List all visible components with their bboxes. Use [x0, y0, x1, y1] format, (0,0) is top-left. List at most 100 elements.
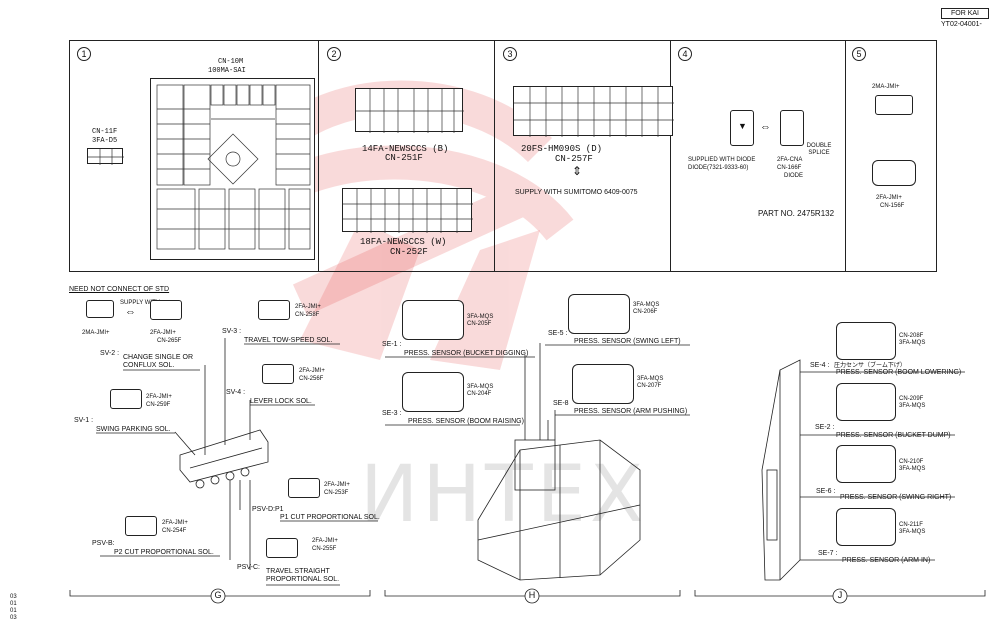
for-label-box: FOR KAI	[941, 8, 989, 19]
double-arrow-icon: ⇕	[572, 164, 583, 178]
item-conn-part: 2FA-JMI+	[146, 394, 172, 400]
sensor-conn-id: CN-207F	[637, 383, 662, 389]
small-connector-3pin	[87, 148, 124, 165]
sensor-conn-part: 3FA-MQS	[633, 302, 660, 308]
need-not-connect: NEED NOT CONNECT OF STD	[69, 286, 170, 293]
double-arrow-icon: ⇔	[125, 306, 136, 318]
item-conn-part: 2FA-JMI+	[162, 520, 188, 526]
diode-connector: ▼	[730, 110, 754, 146]
female-id: CN-265F	[157, 338, 182, 344]
connector-psvd	[288, 478, 320, 498]
sensor-desc: PRESS. SENSOR (BUCKET DUMP)	[836, 432, 951, 439]
sensor-code: SE-2 :	[815, 424, 835, 431]
main-connector-id: CN-10M	[218, 58, 244, 66]
section-letter-g: G	[214, 590, 222, 600]
sensor-se4	[836, 322, 896, 360]
connector-sv1	[110, 389, 142, 409]
sensor-conn-id: CN-211F	[899, 522, 923, 528]
connector-sv4	[262, 364, 294, 384]
item-desc: P2 CUT PROPORTIONAL SOL.	[114, 549, 214, 556]
sensor-desc: PRESS. SENSOR (SWING LEFT)	[574, 338, 681, 345]
bottom-connector-id: CN-156F	[880, 203, 905, 209]
cna-id: CN-166F	[777, 165, 802, 171]
male-connector-g	[86, 300, 114, 318]
item-desc: LEVER LOCK SOL.	[250, 398, 312, 405]
sensor-se8	[572, 364, 634, 404]
sensor-code: SE-8	[553, 400, 569, 407]
item-conn-id: CN-254F	[162, 528, 187, 534]
main-connector-100pin	[150, 78, 315, 260]
item-code: SV-2 :	[100, 350, 120, 357]
item-conn-id: CN-253F	[324, 490, 349, 496]
diode-part: DIODE(7321-9333-60)	[688, 165, 749, 171]
item-desc: TRAVEL TOW-SPEED SOL.	[244, 337, 333, 344]
sensor-conn-id: CN-208F	[899, 333, 924, 339]
panel-number: 5	[852, 47, 866, 61]
section-letter-j: J	[837, 590, 843, 600]
item-code: PSV-D:P1	[252, 506, 284, 513]
item-desc: TRAVEL STRAIGHT PROPORTIONAL SOL.	[266, 568, 340, 583]
cna-part: 2FA-CNA	[777, 157, 803, 163]
sensor-conn-part: 3FA-MQS	[467, 314, 494, 320]
item-conn-id: CN-256F	[299, 376, 324, 382]
female-connector-g	[150, 300, 182, 320]
sensor-desc: PRESS. SENSOR (ARM IN)	[842, 557, 931, 564]
margin-number: 03	[10, 615, 17, 621]
item-code: PSV-B:	[92, 540, 115, 547]
bottom-connector-part: 2FA-JMI+	[876, 195, 902, 201]
sensor-conn-part: 3FA-MQS	[899, 529, 926, 535]
section-letter-h: H	[528, 590, 536, 600]
sensor-code: SE-7 :	[818, 550, 838, 557]
panel-number: 2	[327, 47, 341, 61]
margin-number: 03	[10, 594, 17, 600]
sensor-code: SE-3 :	[382, 410, 402, 417]
sensor-conn-id: CN-205F	[467, 321, 492, 327]
sensor-code: SE-5 :	[548, 330, 568, 337]
diode-icon: ▼	[738, 121, 747, 131]
connector-pin-grid	[156, 84, 311, 250]
connector-18pin-part: 18FA-NEWSCCS (W)	[360, 237, 447, 247]
sensor-se3	[402, 372, 464, 412]
margin-number: 01	[10, 608, 17, 614]
connector-psvb	[125, 516, 157, 536]
item-conn-id: CN-258F	[295, 312, 320, 318]
sensor-code: SE-6 :	[816, 488, 836, 495]
item-code: SV-4 :	[226, 389, 246, 396]
sensor-conn-id: CN-204F	[467, 391, 492, 397]
male-connector-2pin	[875, 95, 913, 115]
panel-number: 3	[503, 47, 517, 61]
connector-18pin	[342, 188, 473, 233]
doc-code: YT02-04001-	[941, 21, 982, 28]
panel-number: 1	[77, 47, 91, 61]
for-label: FOR KAI	[950, 10, 979, 17]
connector-sv3	[258, 300, 290, 320]
sensor-code: SE-1 :	[382, 341, 402, 348]
sensor-conn-part: 3FA-MQS	[899, 466, 926, 472]
sensor-se6	[836, 445, 896, 483]
sensor-conn-part: 3FA-MQS	[467, 384, 494, 390]
connector-18pin-id: CN-252F	[390, 247, 428, 257]
sensor-desc: PRESS. SENSOR (SWING RIGHT)	[840, 494, 952, 501]
double-arrow-icon: ⇔	[760, 121, 771, 133]
female-part: 2FA-JMI+	[150, 330, 176, 336]
panel-5	[845, 40, 937, 272]
splice-label: DOUBLE SPLICE	[806, 143, 832, 156]
item-code: SV-1 :	[74, 417, 94, 424]
sensor-conn-part: 3FA-MQS	[637, 376, 664, 382]
sensor-se1	[402, 300, 464, 340]
item-conn-part: 2FA-JMI+	[299, 368, 325, 374]
margin-number: 01	[10, 601, 17, 607]
sensor-se7	[836, 508, 896, 546]
connector-14pin	[355, 88, 464, 133]
connector-14pin-id: CN-251F	[385, 153, 423, 163]
connector-psvc	[266, 538, 298, 558]
panel-number: 4	[678, 47, 692, 61]
sensor-conn-id: CN-206F	[633, 309, 658, 315]
connector-20pin	[513, 86, 674, 137]
female-connector-2pin	[872, 160, 916, 186]
small-connector-id: CN-11F	[92, 128, 118, 136]
